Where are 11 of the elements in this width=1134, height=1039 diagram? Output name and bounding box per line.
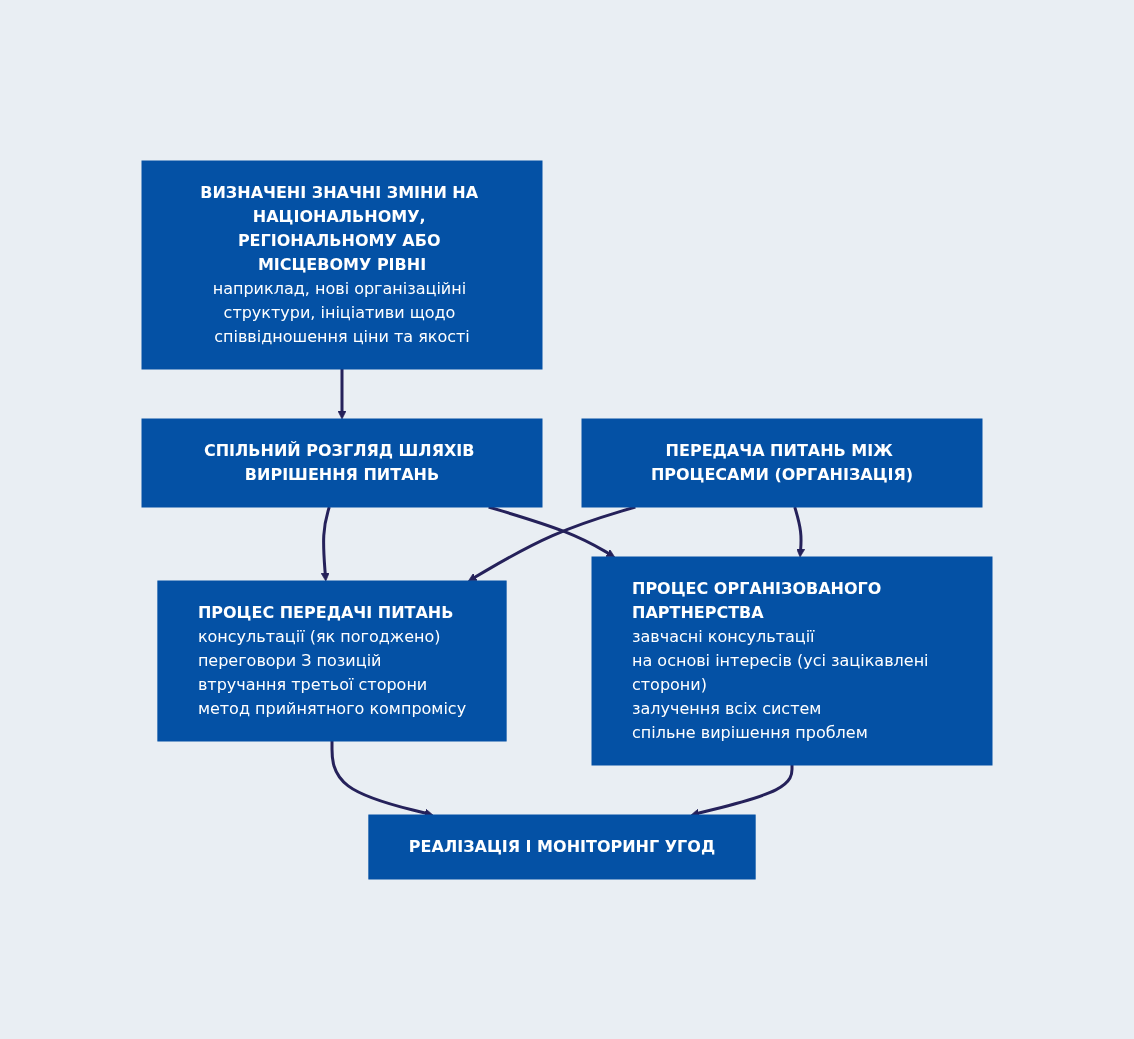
arrow: [320, 506, 331, 581]
node-box: ВИЗНАЧЕНІ ЗНАЧНІ ЗМІНИ НА НАЦІОНАЛЬНОМУ, РЕГІОНАЛЬНОМУ АБО МІСЦЕВОМУ РІВНІ наприклад, нові організаційні структури, ініціативи щодо співвідношення ціни та якості: [141, 160, 543, 369]
node-box: СПІЛЬНИЙ РОЗГЛЯД ШЛЯХІВ ВИРІШЕННЯ ПИТАНЬ: [141, 418, 543, 507]
arrow: [337, 368, 347, 419]
node-box: ПРОЦЕС ПЕРЕДАЧІ ПИТАНЬ консультації (як погоджено) переговори З позицій втручання третьої сторони метод прийнятного компромісу: [157, 580, 507, 741]
node-box: ПРОЦЕС ОРГАНІЗОВАНОГО ПАРТНЕРСТВА завчасні консультації на основі інтересів (усі зацікавлені сторони) залучення всіх систем спільне вирішення проблем: [591, 556, 993, 765]
arrow: [793, 506, 806, 557]
node-box: ПЕРЕДАЧА ПИТАНЬ МІЖ ПРОЦЕСАМИ (ОРГАНІЗАЦІЯ): [581, 418, 983, 507]
node-box: РЕАЛІЗАЦІЯ І МОНІТОРИНГ УГОД: [368, 814, 756, 879]
arrow: [488, 505, 616, 557]
arrow: [468, 505, 636, 581]
